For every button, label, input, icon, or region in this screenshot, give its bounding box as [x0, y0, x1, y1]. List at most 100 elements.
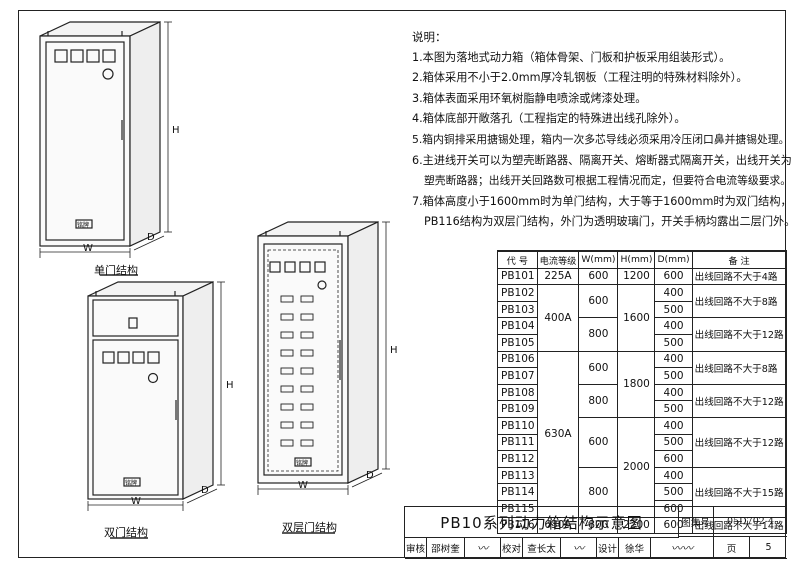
double-door-cabinet	[87, 281, 225, 539]
double-layer-cabinet	[257, 221, 390, 534]
code-cell: PB105	[497, 333, 538, 352]
d-cell: 400	[654, 383, 693, 402]
double-door-width-label: W	[131, 496, 141, 507]
d-cell: 400	[654, 350, 693, 369]
spec-header-row: 代 号 电流等级 W(mm) H(mm) D(mm) 备 注	[497, 249, 787, 269]
header-h: H(mm)	[617, 249, 656, 269]
w-cell: 800	[578, 466, 619, 518]
double-layer-caption: 双层门结构	[282, 521, 337, 534]
d-cell: 400	[654, 466, 693, 485]
double-layer-nameplate: 铭牌	[296, 460, 309, 467]
single-door-cabinet	[39, 21, 172, 276]
code-cell: PB108	[497, 383, 538, 402]
double-door-nameplate: 铭牌	[125, 480, 138, 487]
single-door-caption: 单门结构	[94, 264, 138, 277]
d-cell: 500	[654, 300, 693, 319]
table-row: PB103 500	[497, 300, 787, 319]
remark-cell: 出线回路不大于8路	[691, 284, 787, 319]
table-row: PB114 500	[497, 483, 787, 501]
review-label: 审核	[405, 537, 427, 559]
code-cell: PB104	[497, 317, 538, 335]
d-cell: 500	[654, 483, 693, 501]
table-row: PB106 630A 600 1800 400 出线回路不大于8路	[497, 350, 787, 518]
code-cell: PB106	[497, 350, 538, 369]
header-code: 代 号	[497, 249, 538, 269]
code-cell: PB103	[497, 300, 538, 319]
w-cell: 600	[578, 284, 619, 319]
double-door-caption: 双门结构	[104, 526, 148, 539]
single-door-width-label: W	[83, 243, 93, 254]
remark-cell: 出线回路不大于8路	[691, 350, 787, 385]
table-row: PB116 630A 800 2200 600 出线回路不大于14路	[497, 516, 787, 535]
title-block: PB10系列动力箱结构示意图 图集号 05D702-4 审核 邵树奎 〰 校对 …	[404, 506, 787, 559]
d-cell: 400	[654, 416, 693, 435]
single-door-nameplate: 铭牌	[77, 222, 90, 229]
note-2: 2.箱体采用不小于2.0mm厚冷轧钢板（工程注明的特殊材料除外）。	[412, 71, 748, 85]
spec-table: 代 号 电流等级 W(mm) H(mm) D(mm) 备 注 PB101 225…	[497, 249, 787, 535]
code-cell: PB114	[497, 483, 538, 501]
table-row: PB102 400A 600 1600 400 出线回路不大于8路	[497, 284, 787, 352]
w-cell: 800	[578, 516, 619, 535]
header-d: D(mm)	[654, 249, 693, 269]
reviewer-name: 邵树奎	[427, 537, 465, 559]
notes-heading: 说明：	[412, 30, 447, 44]
remark-cell: 出线回路不大于4路	[691, 267, 787, 286]
single-door-depth-label: D	[147, 232, 155, 243]
h-cell: 1600	[617, 284, 656, 352]
current-cell: 630A	[536, 516, 580, 535]
d-cell: 400	[654, 284, 693, 302]
code-cell: PB112	[497, 450, 538, 468]
table-row: PB107 500	[497, 367, 787, 385]
table-row: PB113 800 400 出线回路不大于15路	[497, 466, 787, 518]
check-label: 校对	[501, 537, 523, 559]
note-6: 6.主进线开关可以为塑壳断路器、隔离开关、熔断器式隔离开关，出线开关为	[412, 153, 792, 167]
note-7-cont: PB116结构为双层门结构，外门为透明玻璃门，开关手柄均露出二层门外。	[424, 215, 796, 229]
code-cell: PB110	[497, 416, 538, 435]
atlas-number: 05D702-4	[714, 507, 787, 537]
note-3: 3.箱体表面采用环氧树脂静电喷涂或烤漆处理。	[412, 91, 647, 105]
design-label: 设计	[597, 537, 619, 559]
d-cell: 500	[654, 400, 693, 418]
w-cell: 800	[578, 317, 619, 352]
checker-name: 查长太	[523, 537, 561, 559]
d-cell: 500	[654, 433, 693, 452]
remark-cell: 出线回路不大于12路	[691, 416, 787, 468]
designer-name: 徐华	[619, 537, 651, 559]
note-6-cont: 塑壳断路器；出线开关回路数可根据工程情况而定，但要符合电流等级要求。	[424, 174, 792, 188]
double-layer-height-label: H	[390, 345, 398, 356]
remark-cell: 出线回路不大于12路	[691, 317, 787, 352]
note-1: 1.本图为落地式动力箱（箱体骨架、门板和护板采用组装形式）。	[412, 50, 731, 64]
h-cell: 2200	[617, 516, 656, 535]
note-4: 4.箱体底部开敞落孔（工程指定的特殊进出线孔除外）。	[412, 112, 686, 126]
double-door-height-label: H	[226, 380, 234, 391]
double-layer-depth-label: D	[366, 470, 374, 481]
remark-cell: 出线回路不大于14路	[691, 516, 787, 535]
d-cell: 400	[654, 317, 693, 335]
remark-cell: 出线回路不大于15路	[691, 466, 787, 518]
h-cell: 1800	[617, 350, 656, 418]
page-label: 页	[714, 537, 750, 559]
w-cell: 600	[578, 267, 619, 286]
remark-cell: 出线回路不大于12路	[691, 383, 787, 418]
current-cell: 225A	[536, 267, 580, 286]
d-cell: 500	[654, 333, 693, 352]
w-cell: 600	[578, 416, 619, 468]
double-door-depth-label: D	[201, 485, 209, 496]
note-7: 7.箱体高度小于1600mm时为单门结构，大于等于1600mm时为双门结构，	[412, 194, 792, 208]
code-cell: PB109	[497, 400, 538, 418]
h-cell: 1200	[617, 267, 656, 286]
atlas-label: 图集号	[678, 507, 714, 537]
header-w: W(mm)	[578, 249, 619, 269]
header-remark: 备 注	[691, 249, 787, 269]
checker-signature: 〰	[561, 537, 597, 559]
double-layer-width-label: W	[298, 480, 308, 491]
w-cell: 600	[578, 350, 619, 385]
table-row: PB108 800 400 出线回路不大于12路	[497, 383, 787, 418]
table-row: PB112 600	[497, 450, 787, 468]
w-cell: 800	[578, 383, 619, 418]
code-cell: PB111	[497, 433, 538, 452]
table-row: PB109 500	[497, 400, 787, 418]
code-cell: PB107	[497, 367, 538, 385]
